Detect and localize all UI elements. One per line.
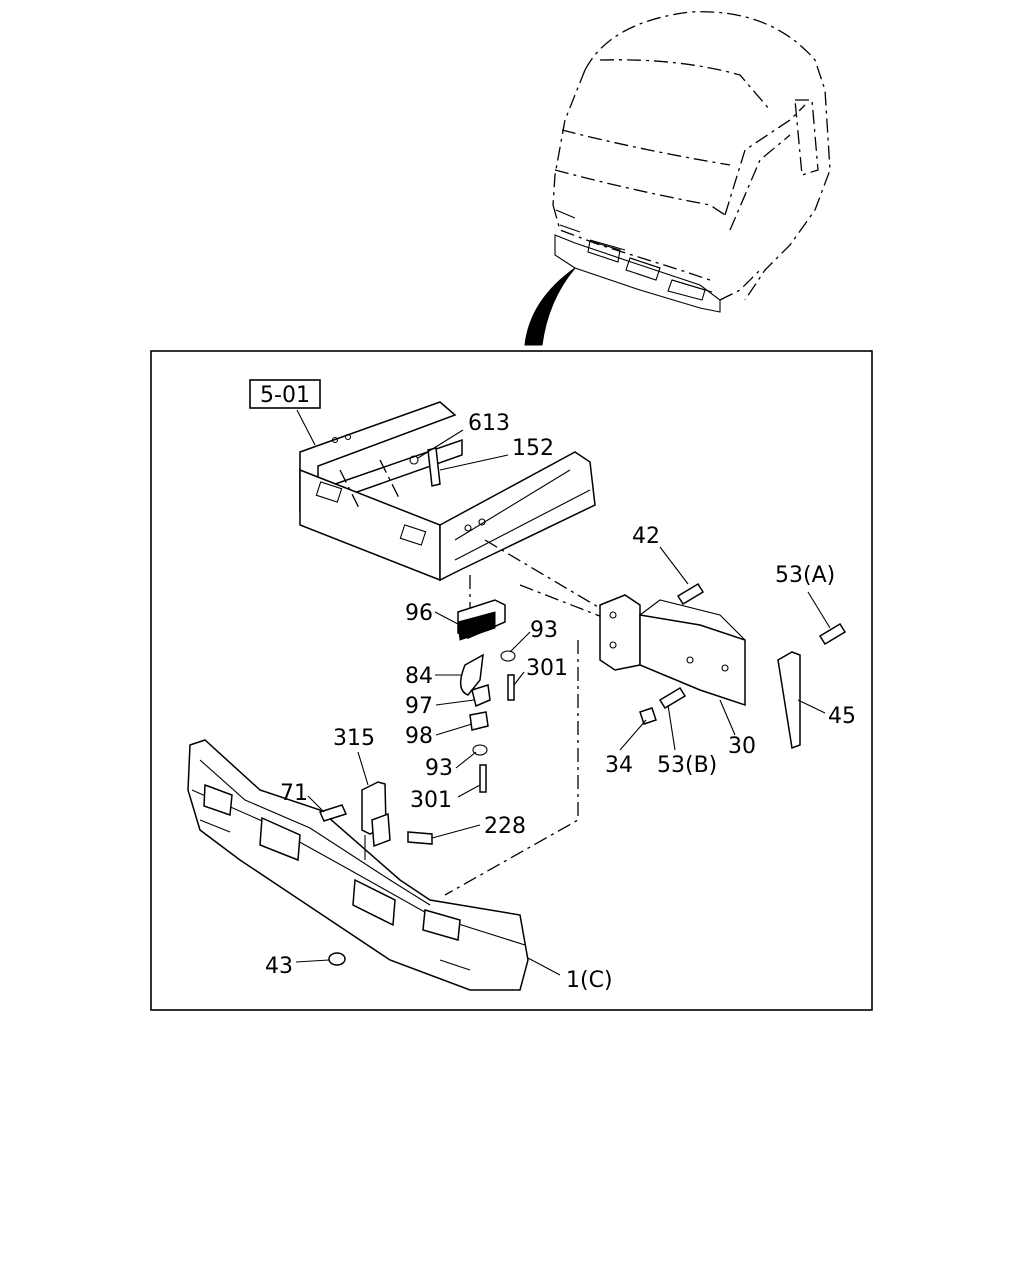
callout-315: 315: [333, 726, 375, 751]
callout-42: 42: [632, 524, 660, 549]
callout-labels: 613 152 42 53(A) 96 93 84 301 97 98 315 …: [265, 411, 856, 993]
chassis-frame: [299, 401, 596, 582]
callout-53b: 53(B): [657, 753, 717, 778]
leader-lines: [295, 429, 831, 976]
callout-152: 152: [512, 436, 554, 461]
tow-hook-assembly: [457, 599, 516, 793]
reference-box-label: 5-01: [260, 383, 310, 408]
callout-301-lower: 301: [410, 788, 452, 813]
callout-45: 45: [828, 704, 856, 729]
callout-43: 43: [265, 954, 293, 979]
callout-93-lower: 93: [425, 756, 453, 781]
callout-613: 613: [468, 411, 510, 436]
callout-98: 98: [405, 724, 433, 749]
callout-34: 34: [605, 753, 633, 778]
mount-bracket: [599, 582, 847, 750]
callout-30: 30: [728, 734, 756, 759]
callout-71: 71: [280, 781, 308, 806]
callout-84: 84: [405, 664, 433, 689]
bumper: [187, 739, 529, 991]
callout-96: 96: [405, 601, 433, 626]
callout-97: 97: [405, 694, 433, 719]
callout-228: 228: [484, 814, 526, 839]
callout-301-upper: 301: [526, 656, 568, 681]
callout-1c: 1(C): [566, 968, 613, 993]
truck-cab-illustration: [524, 11, 831, 346]
reference-box: [249, 379, 321, 409]
callout-93-upper: 93: [530, 618, 558, 643]
callout-53a: 53(A): [775, 563, 835, 588]
detail-frame: [150, 350, 873, 1011]
